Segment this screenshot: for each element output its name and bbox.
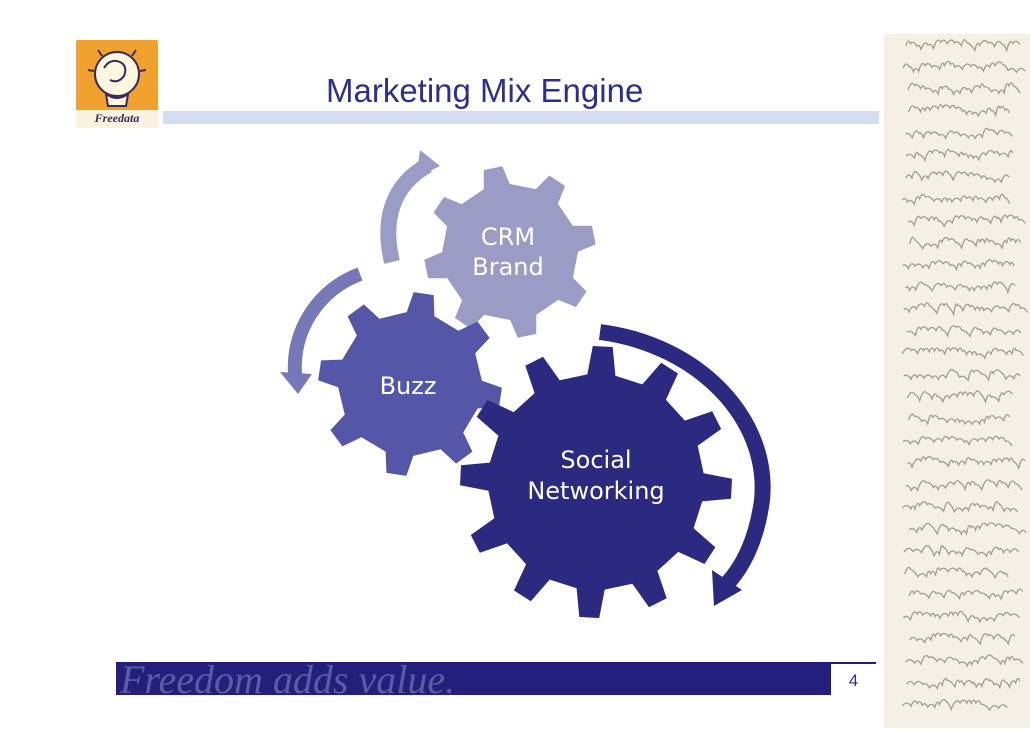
title-underline: [163, 111, 879, 124]
manuscript-decoration: [884, 34, 1030, 728]
page-number-box: 4: [831, 664, 876, 695]
gear-social-label-line1: Social: [560, 446, 631, 474]
handwriting-line: [905, 148, 1014, 163]
cycle-arrow-left: [287, 267, 363, 376]
footer-bar: Freedom adds value.: [116, 662, 876, 695]
cycle-arrow-top-head: [416, 150, 440, 178]
handwriting-line: [903, 302, 1028, 317]
handwriting-line: [905, 479, 1023, 492]
freedata-logo: Freedata: [76, 40, 158, 128]
handwriting-line: [902, 193, 1011, 206]
gear-social-networking: [460, 346, 732, 618]
gear-crm-label-line1: CRM: [481, 223, 535, 251]
handwriting-line: [908, 588, 1024, 601]
handwriting-line: [907, 413, 1010, 426]
gear-crm-brand: [424, 166, 596, 338]
handwriting-line: [901, 699, 1008, 712]
handwriting-line: [908, 522, 1027, 536]
handwriting-line: [909, 632, 1016, 646]
gear-social-label-line2: Networking: [527, 477, 664, 505]
handwriting-line: [904, 281, 1016, 295]
cycle-arrow-right-head: [712, 570, 742, 606]
cycle-arrow-right: [598, 324, 771, 591]
handwriting-line: [902, 610, 1020, 624]
handwriting-line: [902, 501, 1018, 514]
gear-crm-label-line2: Brand: [472, 253, 543, 281]
handwriting-line: [903, 545, 1020, 558]
handwriting-line: [907, 82, 1021, 97]
logo-wordmark: Freedata: [94, 111, 140, 125]
handwriting-line: [906, 325, 1022, 338]
cycle-arrow-left-head: [280, 372, 312, 394]
handwriting-line: [902, 435, 1013, 447]
gear-buzz: [318, 292, 502, 476]
handwriting-line: [904, 566, 1009, 580]
page-number: 4: [848, 671, 859, 690]
handwriting-line: [902, 60, 1026, 74]
handwriting-line: [905, 654, 1024, 668]
cycle-arrow-top: [380, 158, 433, 264]
handwriting-line: [905, 39, 1021, 53]
handwriting-texture: [901, 39, 1028, 712]
handwriting-line: [909, 236, 1021, 250]
handwriting-line: [905, 127, 1013, 140]
handwriting-line: [905, 170, 1010, 184]
footer-tagline: Freedom adds value.: [120, 662, 456, 695]
lightbulb-icon: [76, 49, 158, 128]
handwriting-line: [907, 214, 1026, 228]
handwriting-line: [906, 390, 1014, 404]
handwriting-line: [906, 677, 1021, 690]
handwriting-line: [901, 347, 1024, 360]
handwriting-line: [908, 104, 1010, 118]
slide-title: Marketing Mix Engine: [326, 72, 644, 109]
handwriting-line: [907, 456, 1026, 471]
handwriting-line: [903, 368, 1021, 382]
gear-buzz-label: Buzz: [380, 372, 437, 400]
handwriting-line: [902, 259, 1015, 272]
